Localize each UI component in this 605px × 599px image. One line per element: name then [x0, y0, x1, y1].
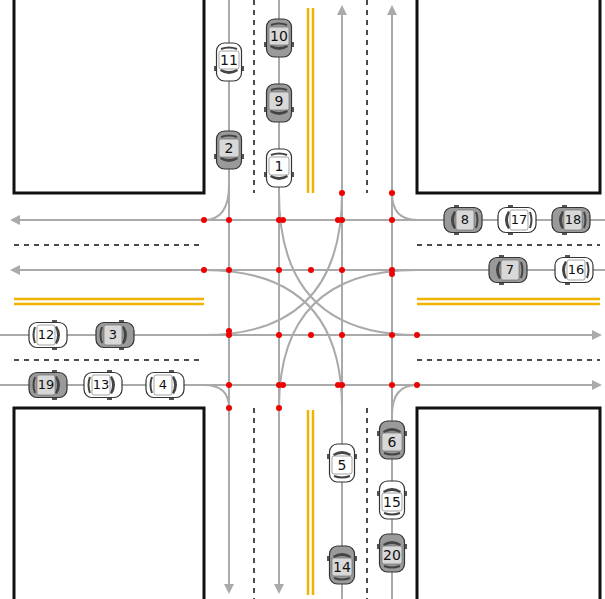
car: 12	[28, 320, 68, 350]
car: 8	[443, 205, 483, 235]
conflict-point	[226, 267, 232, 273]
conflict-point	[389, 332, 395, 338]
car: 15	[377, 480, 407, 520]
conflict-point	[226, 405, 232, 411]
conflict-point	[335, 382, 341, 388]
conflict-point	[276, 267, 282, 273]
conflict-point	[201, 217, 207, 223]
conflict-point	[308, 267, 314, 273]
car-number: 15	[377, 494, 407, 510]
car-number: 12	[26, 327, 66, 342]
conflict-point	[280, 382, 286, 388]
car-number: 14	[327, 559, 357, 575]
conflict-point	[226, 328, 232, 334]
conflict-point	[389, 382, 395, 388]
conflict-point	[226, 217, 232, 223]
car-number: 2	[214, 140, 244, 156]
car: 3	[95, 320, 135, 350]
car-number: 11	[214, 52, 244, 68]
car: 17	[497, 205, 537, 235]
car: 19	[28, 370, 68, 400]
car: 10	[264, 18, 294, 58]
conflict-point	[339, 267, 345, 273]
car-number: 18	[553, 212, 593, 227]
center-line	[14, 8, 600, 595]
conflict-point	[201, 267, 207, 273]
car-number: 3	[93, 327, 133, 342]
car-number: 10	[264, 28, 294, 44]
car-number: 4	[143, 377, 183, 392]
conflict-point	[280, 217, 286, 223]
car-number: 5	[327, 457, 357, 473]
conflict-point	[335, 217, 341, 223]
car: 18	[551, 205, 591, 235]
conflict-point	[389, 271, 395, 277]
car-number: 6	[377, 434, 407, 450]
car-number: 17	[499, 212, 539, 227]
conflict-point	[308, 332, 314, 338]
car: 14	[327, 545, 357, 585]
conflict-point	[276, 332, 282, 338]
car: 11	[214, 42, 244, 82]
conflict-point	[339, 190, 345, 196]
conflict-point	[276, 405, 282, 411]
car: 9	[264, 83, 294, 123]
car-number: 1	[264, 158, 294, 174]
car: 13	[83, 370, 123, 400]
conflict-point	[226, 382, 232, 388]
car: 7	[488, 255, 528, 285]
conflict-point	[339, 332, 345, 338]
lane-divider	[14, 0, 600, 599]
car-number: 13	[81, 377, 121, 392]
car: 4	[145, 370, 185, 400]
car: 6	[377, 420, 407, 460]
car: 20	[377, 533, 407, 573]
car-number: 7	[490, 262, 530, 277]
car-number: 20	[377, 547, 407, 563]
car-number: 19	[26, 377, 66, 392]
conflict-point	[389, 217, 395, 223]
car-number: 16	[556, 262, 596, 277]
conflict-point	[414, 332, 420, 338]
car: 1	[264, 148, 294, 188]
car: 5	[327, 443, 357, 483]
car-number: 9	[264, 93, 294, 109]
conflict-point	[414, 382, 420, 388]
car: 16	[554, 255, 594, 285]
car-number: 8	[445, 212, 485, 227]
conflict-point	[201, 190, 420, 411]
car: 2	[214, 130, 244, 170]
curb	[14, 0, 600, 599]
conflict-point	[389, 190, 395, 196]
